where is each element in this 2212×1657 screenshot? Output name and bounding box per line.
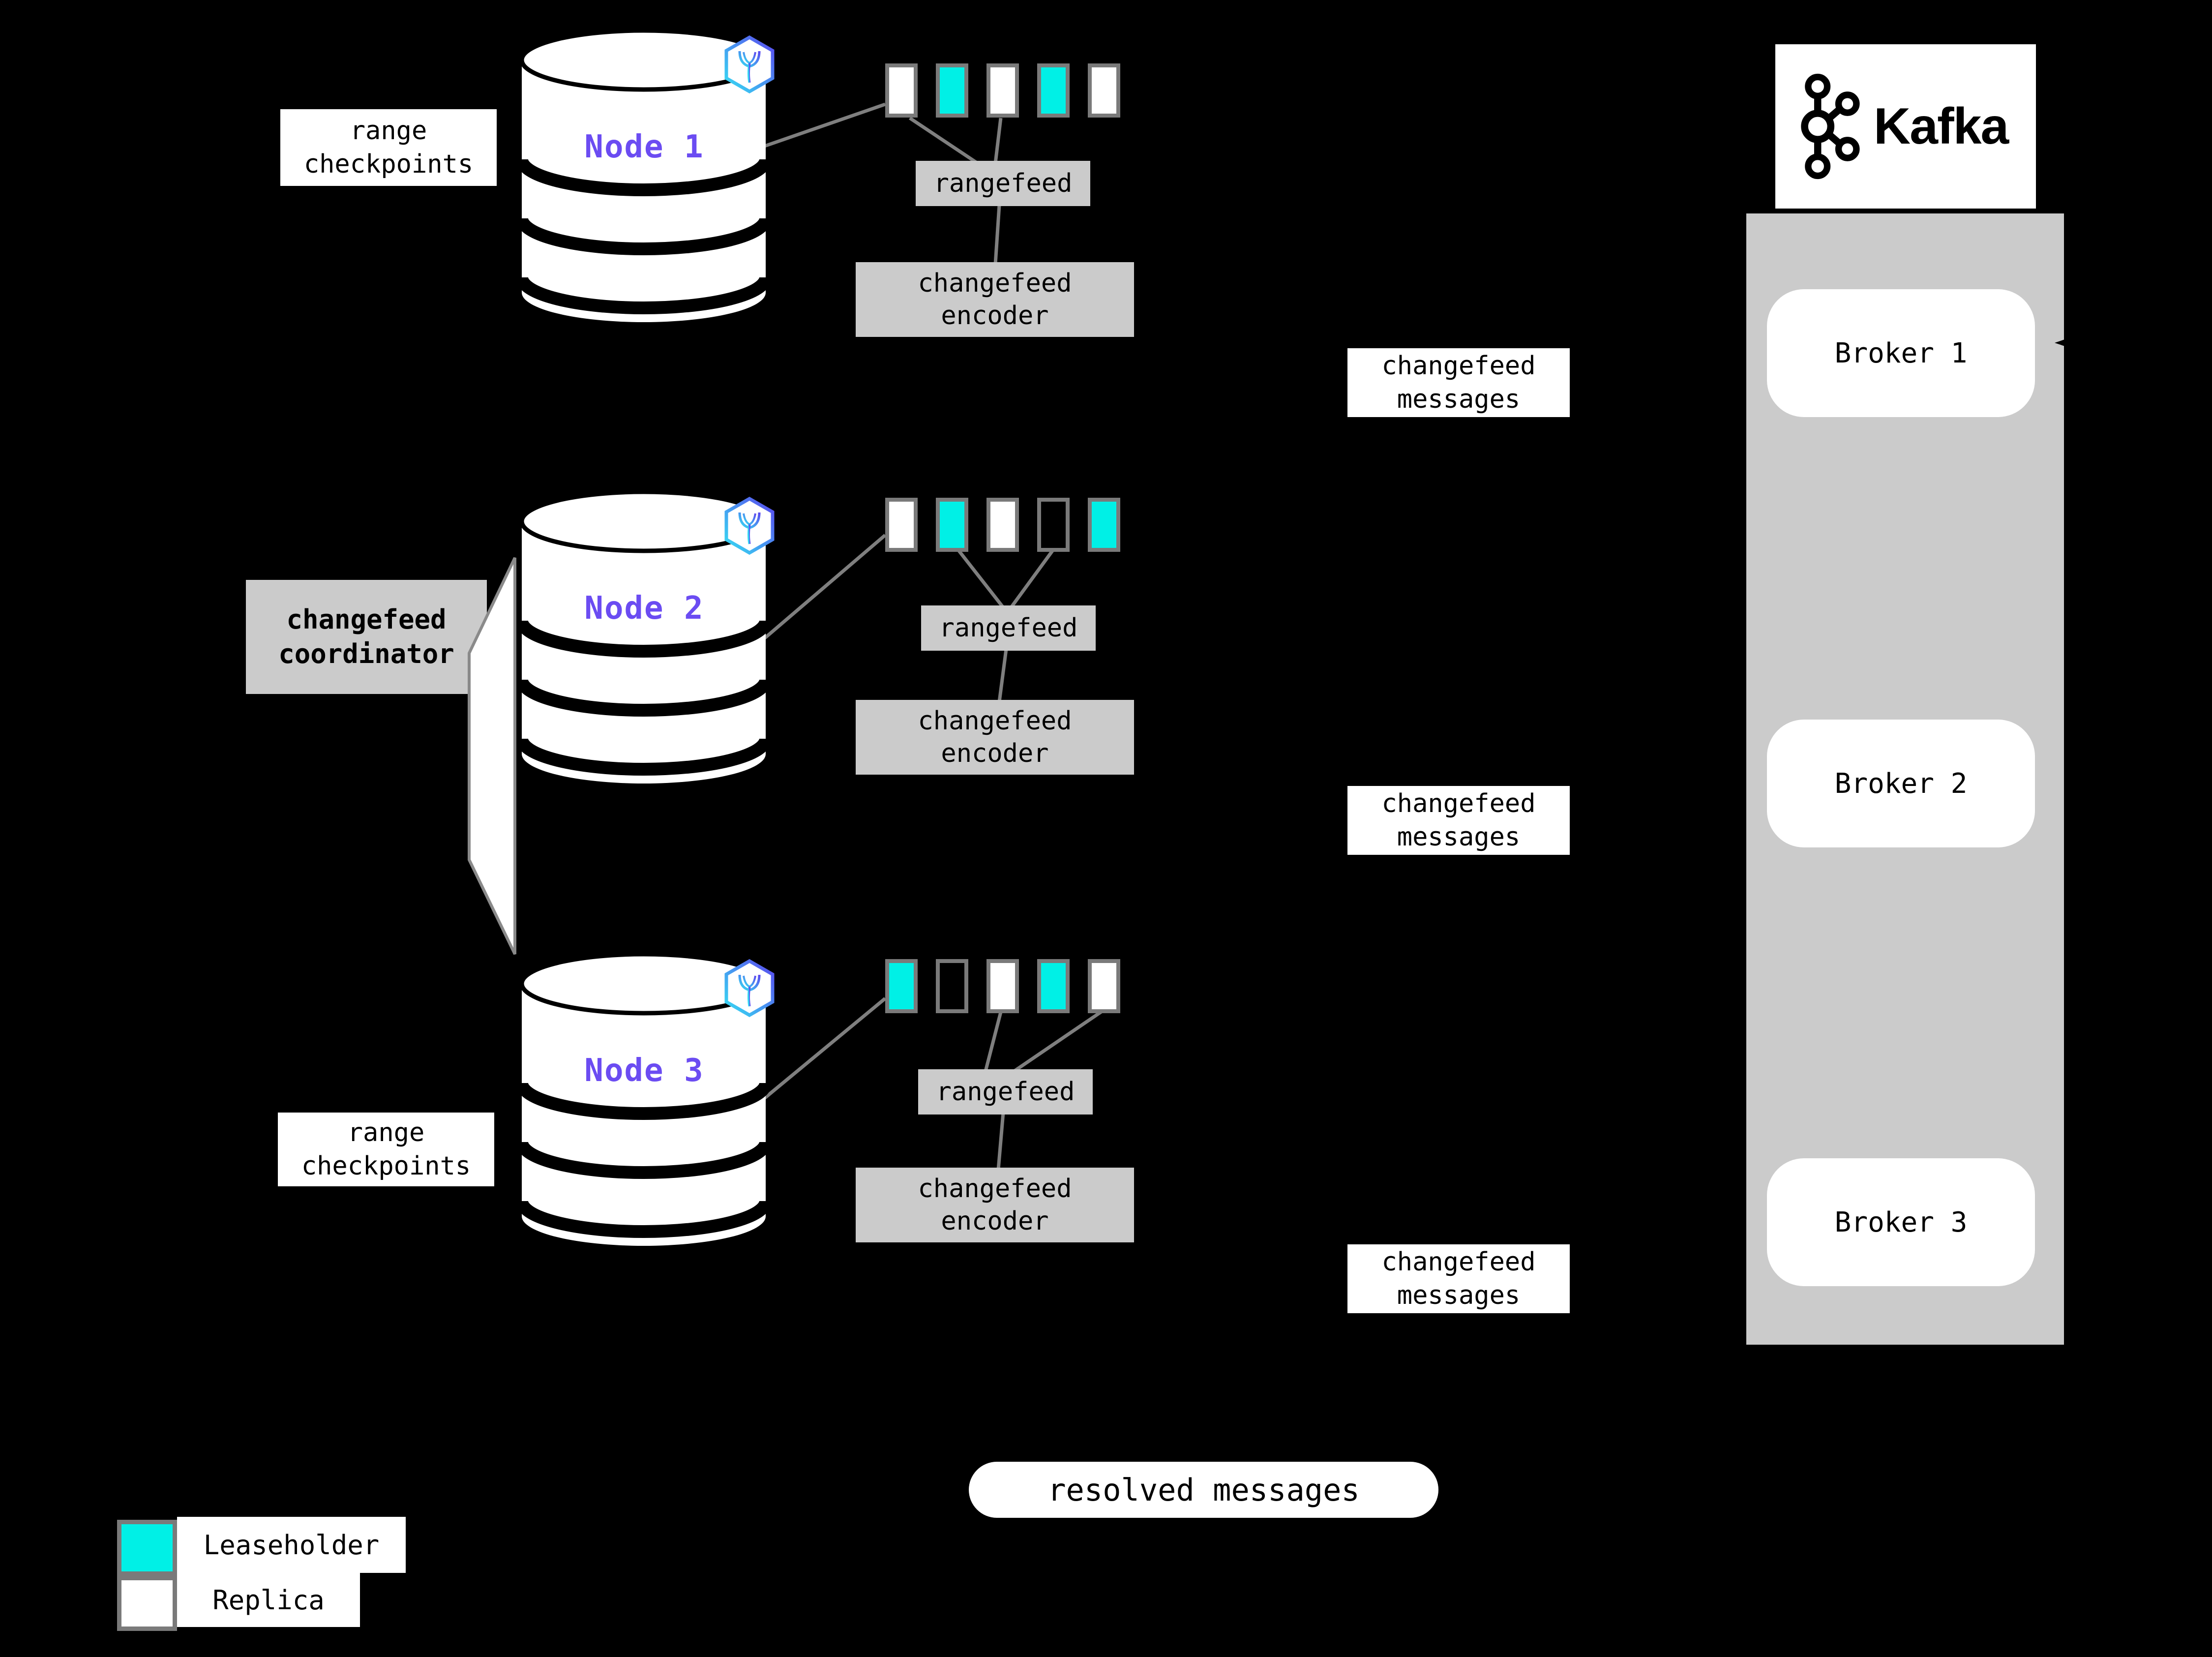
- coordinator-line-2: coordinator: [278, 638, 454, 669]
- node-2-range-4: [1037, 498, 1070, 552]
- changefeed-messages-label-2: changefeed messages: [1347, 786, 1570, 855]
- kafka-icon: [1801, 73, 1860, 180]
- node-3-range-2: [936, 959, 968, 1013]
- changefeed-messages-label-1: changefeed messages: [1347, 348, 1570, 417]
- legend-replica-swatch: [117, 1576, 177, 1631]
- node-1-range-4: [1037, 63, 1070, 118]
- node-2-label: Node 2: [584, 590, 704, 627]
- node-3-range-checkpoints-label: range checkpoints: [278, 1113, 494, 1186]
- replica-text: Replica: [212, 1584, 325, 1616]
- label-line-2: checkpoints: [301, 1151, 471, 1181]
- msg-line-1: changefeed: [1381, 1247, 1536, 1277]
- node-1-rangefeed-label: rangefeed: [933, 169, 1073, 198]
- legend-leaseholder-label: Leaseholder: [177, 1517, 406, 1573]
- node-1-range-checkpoints-label: range checkpoints: [280, 109, 497, 186]
- node-2-range-2: [936, 498, 968, 552]
- encoder-line-2: encoder: [941, 1206, 1049, 1236]
- broker-3: Broker 3: [1767, 1158, 2035, 1286]
- encoder-line-1: changefeed: [918, 269, 1072, 298]
- node-1-range-3: [986, 63, 1019, 118]
- node-3-changefeed-encoder-box: changefeed encoder: [856, 1168, 1134, 1242]
- node-3-label: Node 3: [584, 1053, 704, 1089]
- kafka-logo-box: Kafka: [1775, 44, 2036, 209]
- msg-line-2: messages: [1397, 385, 1521, 414]
- node-3-rangefeed-box: rangefeed: [918, 1069, 1093, 1115]
- node-3-range-5: [1088, 959, 1120, 1013]
- msg-line-2: messages: [1397, 822, 1521, 852]
- node-1-range-5: [1088, 63, 1120, 118]
- node-1-range-2: [936, 63, 968, 118]
- node-1-label: Node 1: [584, 129, 704, 165]
- msg-line-1: changefeed: [1381, 789, 1536, 818]
- kafka-wordmark: Kafka: [1874, 97, 2009, 155]
- label-line-1: range: [350, 116, 427, 146]
- resolved-messages-label: resolved messages: [969, 1462, 1438, 1518]
- node-3-range-1: [885, 959, 918, 1013]
- node-2-range-1: [885, 498, 918, 552]
- node-1-rangefeed-box: rangefeed: [916, 161, 1090, 206]
- node-2-range-3: [986, 498, 1019, 552]
- node-1-range-1: [885, 63, 918, 118]
- msg-line-2: messages: [1397, 1281, 1521, 1310]
- broker-2: Broker 2: [1767, 720, 2035, 847]
- encoder-line-2: encoder: [941, 301, 1049, 331]
- node-1-cockroachdb-logo-icon: [724, 35, 775, 93]
- node-2-changefeed-encoder-box: changefeed encoder: [856, 700, 1134, 775]
- encoder-line-2: encoder: [941, 739, 1049, 768]
- broker-1: Broker 1: [1767, 289, 2035, 417]
- node-1-changefeed-encoder-box: changefeed encoder: [856, 262, 1134, 337]
- node-3-range-3: [986, 959, 1019, 1013]
- msg-line-1: changefeed: [1381, 351, 1536, 381]
- broker-2-label: Broker 2: [1834, 767, 1968, 800]
- label-line-2: checkpoints: [303, 150, 474, 179]
- node-3-rangefeed-label: rangefeed: [936, 1077, 1075, 1107]
- node-2-cockroachdb-logo-icon: [724, 497, 775, 555]
- encoder-line-1: changefeed: [918, 706, 1072, 736]
- broker-1-label: Broker 1: [1834, 337, 1968, 369]
- legend-leaseholder-swatch: [117, 1520, 177, 1576]
- node-2-database-cylinder-icon: [519, 489, 769, 783]
- changefeed-messages-label-3: changefeed messages: [1347, 1244, 1570, 1313]
- changefeed-coordinator-label: changefeed coordinator: [246, 580, 487, 694]
- node-2-rangefeed-box: rangefeed: [921, 605, 1096, 651]
- label-line-1: range: [347, 1118, 425, 1147]
- legend-replica-label: Replica: [177, 1573, 360, 1627]
- node-3-range-4: [1037, 959, 1070, 1013]
- coordinator-line-1: changefeed: [286, 604, 447, 635]
- node-3-cockroachdb-logo-icon: [724, 959, 775, 1017]
- coordinator-callout-flag: [468, 557, 516, 955]
- node-3-database-cylinder-icon: [519, 952, 769, 1246]
- resolved-messages-text: resolved messages: [1047, 1472, 1360, 1508]
- encoder-line-1: changefeed: [918, 1174, 1072, 1204]
- node-2-rangefeed-label: rangefeed: [939, 613, 1078, 643]
- broker-3-label: Broker 3: [1834, 1206, 1968, 1238]
- node-1-database-cylinder-icon: [519, 28, 769, 322]
- node-2-range-5: [1088, 498, 1120, 552]
- leaseholder-text: Leaseholder: [203, 1529, 380, 1561]
